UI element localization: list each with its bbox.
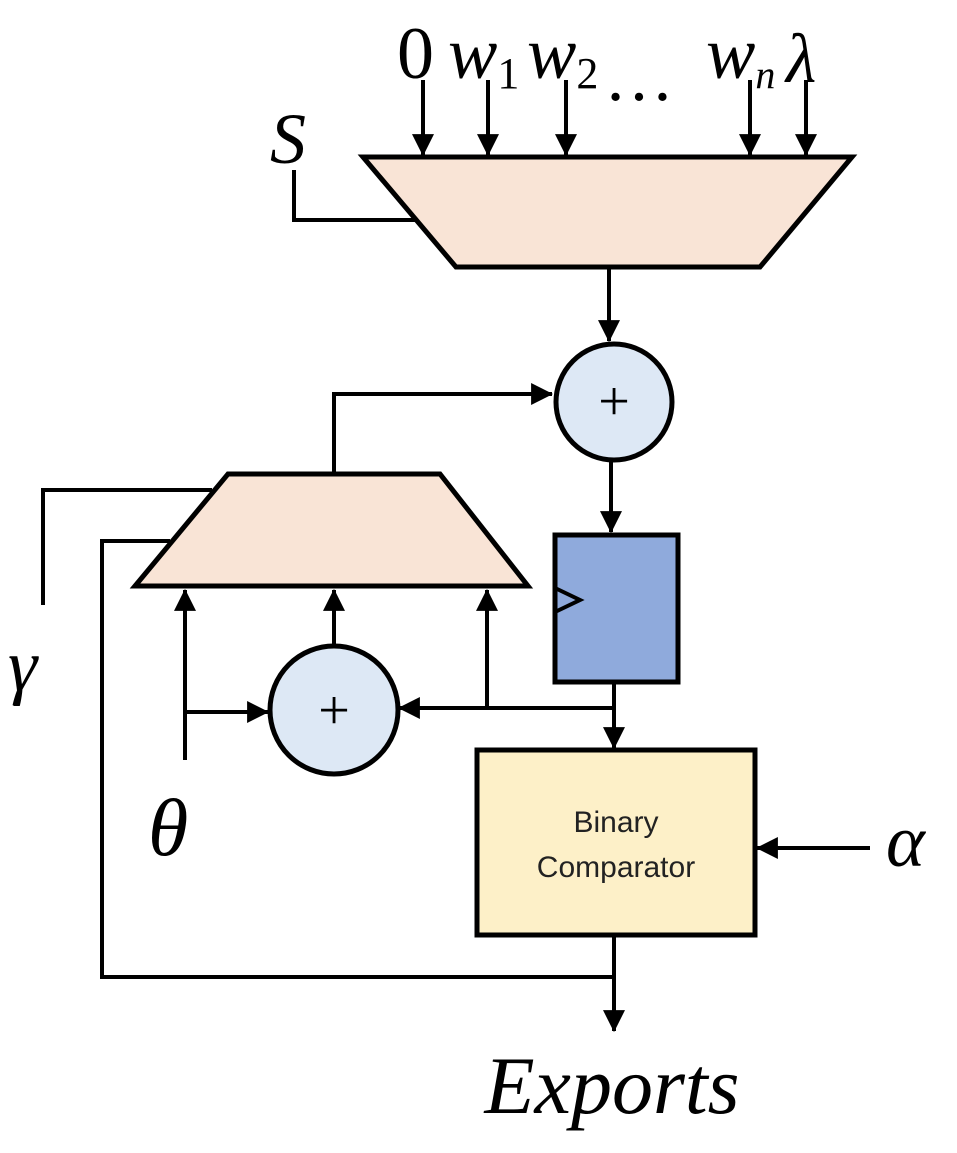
input-labels: 0 w1 w2 … wn λ [397, 13, 816, 116]
wire-leftmux-to-top-adder [332, 383, 554, 474]
wire-output-feedback [100, 539, 614, 979]
lower-adder: + [267, 643, 401, 777]
input-zero-label: 0 [397, 13, 434, 95]
register-clock-icon [554, 586, 585, 614]
input-ellipsis: … [604, 39, 674, 116]
select-label: S [270, 99, 306, 179]
register [552, 532, 681, 685]
top-adder: + [553, 341, 675, 463]
input-w2-symbol: w [527, 13, 576, 95]
comparator-label-line1: Binary [573, 806, 658, 839]
input-wn-symbol: w [706, 13, 755, 95]
input-w2-subscript: 2 [576, 49, 598, 98]
gamma-wire [41, 488, 212, 605]
comparator-box [474, 747, 758, 938]
alpha-label: α [886, 801, 927, 883]
input-w1-subscript: 1 [497, 49, 519, 98]
top-multiplexer [357, 154, 858, 270]
input-wn-subscript: n [755, 52, 775, 97]
top-adder-circle [553, 341, 675, 463]
input-w1-label: w1 [448, 13, 519, 98]
binary-comparator: Binary Comparator [474, 747, 758, 938]
input-wn-label: wn [706, 13, 775, 97]
register-box [552, 532, 681, 685]
input-arrows [412, 80, 817, 157]
gamma-label: γ [8, 625, 39, 707]
left-multiplexer [129, 471, 534, 589]
output-label: Exports [483, 1040, 739, 1131]
theta-label: θ [148, 782, 188, 873]
input-w2-label: w2 [527, 13, 598, 98]
lower-adder-plus: + [318, 680, 350, 742]
top-adder-plus: + [598, 371, 630, 433]
select-wire [292, 170, 418, 222]
input-lambda-label: λ [784, 21, 816, 98]
comparator-label-line2: Comparator [537, 851, 695, 884]
